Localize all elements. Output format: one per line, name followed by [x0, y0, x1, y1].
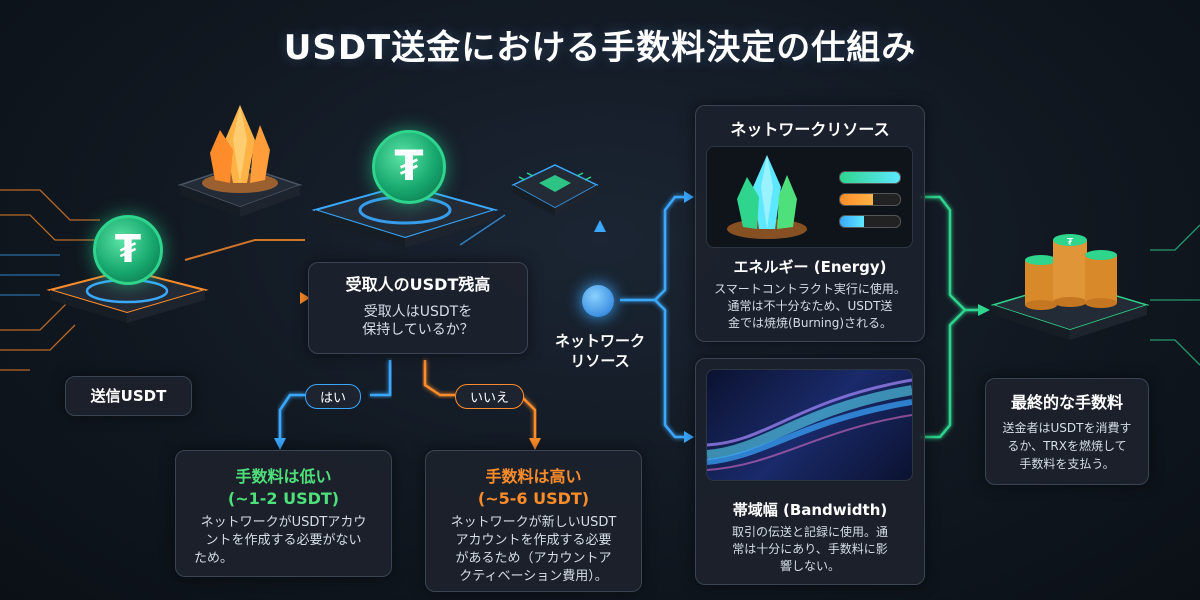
platform-icon — [311, 183, 499, 248]
network-chip — [505, 150, 605, 220]
fee-high-desc-line2: アカウントを作成する必要 — [455, 533, 612, 548]
bandwidth-desc-line2: 常は十分にあり、手数料に影 — [732, 542, 888, 556]
node-label-line1: ネットワーク — [554, 332, 645, 350]
final-desc-line3: 手数料を支払う。 — [1019, 457, 1115, 471]
no-label: いいえ — [455, 384, 525, 409]
fee-high-title: 手数料は高い — [485, 467, 582, 486]
fee-low-amount: (~1-2 USDT) — [227, 489, 340, 508]
fire-crystal-icon — [177, 105, 303, 217]
fee-low-title: 手数料は低い — [235, 467, 332, 486]
tether-coin-icon: ₮ — [372, 130, 446, 204]
final-desc-line1: 送金者はUSDTを消費す — [1002, 421, 1132, 435]
fee-high-desc-line1: ネットワークが新しいUSDT — [450, 515, 617, 530]
final-desc-line2: るか、TRXを燃焼して — [1007, 439, 1127, 453]
bandwidth-title: 帯域幅 (Bandwidth) — [732, 501, 888, 519]
energy-image — [706, 146, 913, 248]
resources-panel: ネットワークリソース エネルギー (Energy) スマートコントラクト実行に使… — [695, 105, 925, 342]
chip-icon — [511, 164, 599, 216]
fee-high-desc-line3: があるため（アカウントア — [455, 551, 612, 566]
decision-question-line2: 保持しているか？ — [362, 322, 474, 338]
resources-header: ネットワークリソース — [730, 120, 890, 139]
yes-label: はい — [305, 384, 362, 409]
fee-low-desc-line3: ため。 — [194, 551, 234, 566]
bandwidth-desc-line3: 響しない。 — [779, 559, 840, 573]
bandwidth-panel: 帯域幅 (Bandwidth) 取引の伝送と記録に使用。通 常は十分にあり、手数… — [695, 358, 925, 585]
fee-low-desc-line2: ントを作成する必要がない — [205, 533, 362, 548]
tether-platform — [310, 160, 500, 250]
data-stream-icon — [707, 378, 912, 471]
energy-bar-3 — [839, 215, 901, 228]
decision-box: 受取人のUSDT残高 受取人はUSDTを 保持しているか？ — [308, 262, 528, 354]
bandwidth-desc-line1: 取引の伝送と記録に使用。通 — [731, 525, 888, 539]
final-title: 最終的な手数料 — [1010, 393, 1123, 412]
tether-coin-icon: ₮ — [93, 215, 163, 285]
node-label-line2: リソース — [570, 352, 630, 370]
energy-title: エネルギー (Energy) — [733, 258, 887, 276]
fee-low-box: 手数料は低い (~1-2 USDT) ネットワークがUSDTアカウ ントを作成す… — [175, 450, 392, 577]
page-title: USDT送金における手数料決定の仕組み — [283, 28, 917, 68]
bandwidth-image — [706, 369, 913, 481]
fire-crystal-platform — [175, 95, 305, 220]
coin-stack-icon: ₮ — [990, 234, 1150, 340]
energy-bar-1 — [839, 171, 901, 184]
energy-bar-2 — [839, 193, 901, 206]
network-node-icon — [582, 285, 614, 317]
energy-desc-line3: 金では焼焼(Burning)される。 — [727, 316, 893, 330]
sender-label-box: 送信USDT — [65, 376, 192, 416]
decision-question-line1: 受取人はUSDTを — [363, 304, 473, 320]
energy-desc-line1: スマートコントラクト実行に使用。 — [714, 282, 906, 296]
final-platform: ₮ — [985, 200, 1155, 345]
fee-high-box: 手数料は高い (~5-6 USDT) ネットワークが新しいUSDT アカウントを… — [425, 450, 642, 592]
fee-high-amount: (~5-6 USDT) — [477, 489, 590, 508]
decision-title: 受取人のUSDT残高 — [345, 275, 491, 294]
final-box: 最終的な手数料 送金者はUSDTを消費す るか、TRXを燃焼して 手数料を支払う… — [985, 378, 1149, 485]
platform-icon — [46, 268, 209, 323]
energy-desc-line2: 通常は不十分なため、USDT送 — [727, 299, 893, 313]
energy-crystal-icon — [727, 155, 807, 239]
sender-label: 送信USDT — [90, 387, 167, 405]
fee-low-desc-line1: ネットワークがUSDTアカウ — [200, 515, 367, 530]
fee-high-desc-line4: クティベーション費用）。 — [459, 569, 608, 584]
svg-text:₮: ₮ — [1067, 237, 1074, 248]
sender-platform — [40, 265, 215, 323]
